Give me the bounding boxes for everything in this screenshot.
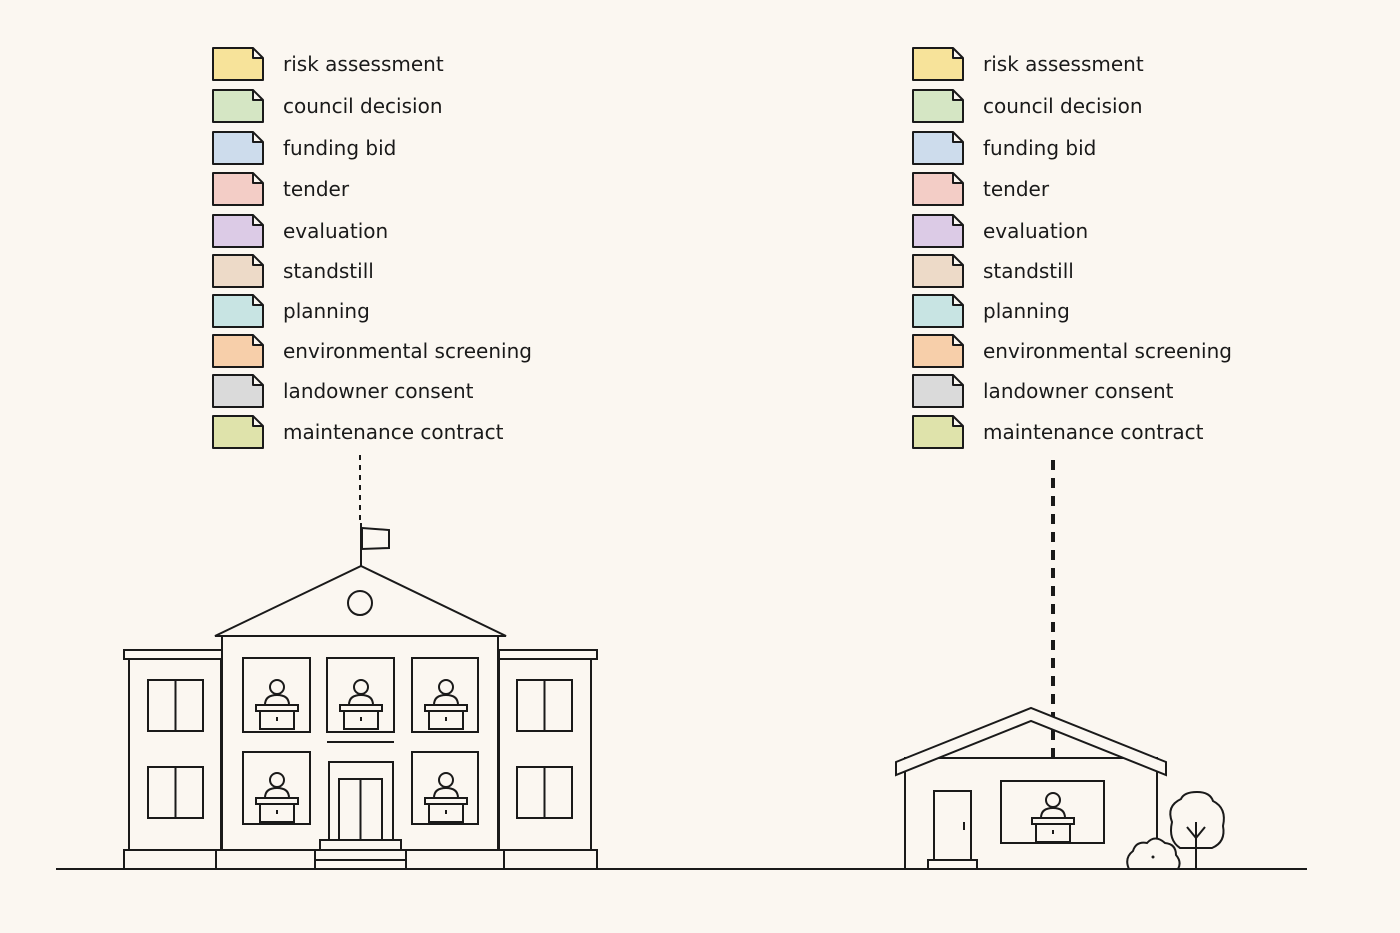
- tree-icon: [1169, 790, 1225, 869]
- house-door: [933, 790, 972, 861]
- document-list-item: council decision: [912, 89, 1143, 123]
- document-label: environmental screening: [983, 339, 1232, 363]
- document-icon: [212, 172, 264, 206]
- document-list-item: standstill: [912, 254, 1074, 288]
- document-label: planning: [283, 299, 370, 323]
- document-list-item: evaluation: [212, 214, 388, 248]
- document-list-right: risk assessment council decision funding b…: [912, 47, 1232, 449]
- document-icon: [212, 89, 264, 123]
- document-icon: [912, 254, 964, 288]
- document-list-item: landowner consent: [912, 374, 1174, 408]
- document-label: council decision: [983, 94, 1143, 118]
- document-list-item: evaluation: [912, 214, 1088, 248]
- small-office: [895, 706, 1167, 870]
- document-icon: [212, 254, 264, 288]
- document-icon: [212, 294, 264, 328]
- document-icon: [912, 214, 964, 248]
- document-icon: [912, 131, 964, 165]
- document-icon: [212, 415, 264, 449]
- document-icon: [912, 172, 964, 206]
- flag-icon: [360, 523, 390, 566]
- document-list-item: environmental screening: [212, 334, 532, 368]
- document-icon: [212, 214, 264, 248]
- document-icon: [912, 89, 964, 123]
- document-list-item: funding bid: [912, 131, 1096, 165]
- document-label: tender: [283, 177, 350, 201]
- document-label: standstill: [283, 259, 374, 283]
- document-list-item: risk assessment: [912, 47, 1144, 81]
- document-label: planning: [983, 299, 1070, 323]
- bush-icon: [1126, 837, 1181, 870]
- document-list-item: planning: [212, 294, 370, 328]
- document-icon: [912, 294, 964, 328]
- document-icon: [912, 415, 964, 449]
- document-list-item: council decision: [212, 89, 443, 123]
- document-list-item: maintenance contract: [212, 415, 504, 449]
- document-list-item: environmental screening: [912, 334, 1232, 368]
- document-list-item: landowner consent: [212, 374, 474, 408]
- document-list-left: risk assessment council decision funding b…: [212, 47, 532, 449]
- document-label: standstill: [983, 259, 1074, 283]
- document-list-item: planning: [912, 294, 1070, 328]
- document-label: risk assessment: [983, 52, 1144, 76]
- document-list-item: funding bid: [212, 131, 396, 165]
- document-label: landowner consent: [983, 379, 1174, 403]
- document-label: maintenance contract: [283, 420, 504, 444]
- document-label: risk assessment: [283, 52, 444, 76]
- document-list-item: maintenance contract: [912, 415, 1204, 449]
- document-label: council decision: [283, 94, 443, 118]
- document-icon: [212, 374, 264, 408]
- document-label: tender: [983, 177, 1050, 201]
- document-label: evaluation: [983, 219, 1088, 243]
- document-icon: [212, 47, 264, 81]
- document-label: funding bid: [283, 136, 396, 160]
- document-icon: [212, 334, 264, 368]
- document-list-item: standstill: [212, 254, 374, 288]
- document-label: landowner consent: [283, 379, 474, 403]
- document-list-item: tender: [912, 172, 1050, 206]
- document-label: environmental screening: [283, 339, 532, 363]
- document-icon: [912, 374, 964, 408]
- document-list-item: risk assessment: [212, 47, 444, 81]
- document-icon: [912, 334, 964, 368]
- document-label: maintenance contract: [983, 420, 1204, 444]
- document-icon: [212, 131, 264, 165]
- document-list-item: tender: [212, 172, 350, 206]
- document-label: funding bid: [983, 136, 1096, 160]
- document-label: evaluation: [283, 219, 388, 243]
- document-icon: [912, 47, 964, 81]
